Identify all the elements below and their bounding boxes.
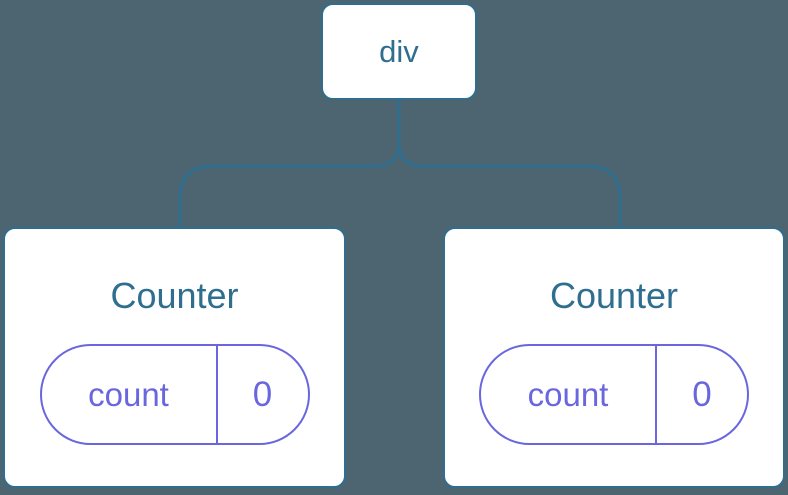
state-pill-divider	[655, 346, 657, 444]
state-value-cell: 0	[218, 346, 308, 443]
root-node-div: div	[321, 3, 477, 100]
counter-title: Counter	[110, 275, 239, 316]
state-key-label: count	[527, 376, 609, 414]
state-value: 0	[252, 375, 273, 415]
state-value: 0	[692, 375, 712, 415]
state-key-label: count	[88, 376, 169, 414]
state-pill-divider	[215, 346, 218, 444]
state-pill: count 0	[479, 344, 749, 446]
state-key-cell: count	[481, 346, 655, 443]
counter-node-left: Counter count 0	[3, 227, 346, 488]
state-key-cell: count	[42, 346, 216, 443]
root-node-label: div	[379, 34, 419, 69]
state-value-cell: 0	[657, 346, 747, 443]
state-pill: count 0	[39, 344, 310, 446]
counter-node-right: Counter count 0	[443, 227, 785, 488]
counter-title: Counter	[549, 275, 679, 316]
